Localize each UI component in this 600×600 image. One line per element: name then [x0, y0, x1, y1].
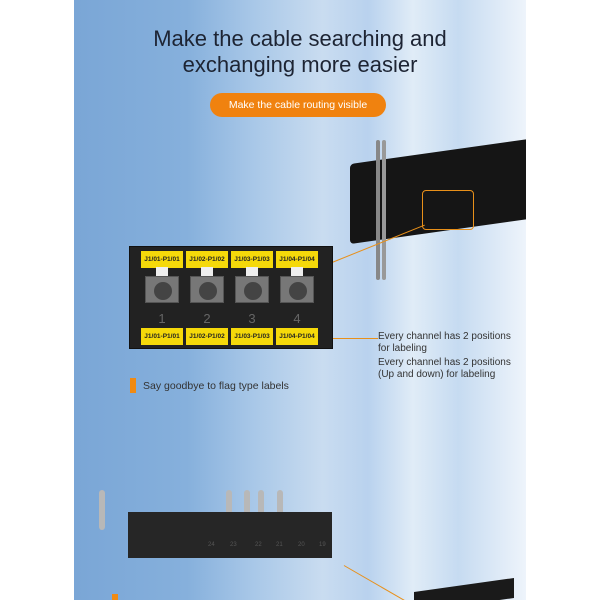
port-number: 1 [158, 311, 166, 326]
top-label: J1/04-P1/04 [276, 251, 318, 268]
callout-line [332, 338, 378, 339]
note-line: Every channel has 2 positions [378, 331, 511, 342]
bullet-marker [130, 378, 136, 393]
device-number: 19 [319, 542, 326, 548]
highlight-box [422, 190, 474, 230]
flag-labels-text: Say goodbye to flag type labels [143, 380, 289, 392]
cable-manager-image: 24 23 22 21 20 19 [128, 512, 332, 558]
bullet-marker [112, 594, 118, 600]
cable [376, 140, 380, 280]
top-label: J1/01-P1/01 [141, 251, 183, 268]
cable [382, 140, 386, 280]
port-number: 3 [248, 311, 256, 326]
bottom-label: J1/04-P1/04 [276, 328, 318, 345]
cable [99, 490, 105, 530]
device-number: 22 [255, 542, 262, 548]
device-image [414, 577, 514, 600]
port [280, 276, 314, 303]
port [235, 276, 269, 303]
bottom-label: J1/01-P1/01 [141, 328, 183, 345]
device-number: 20 [298, 542, 305, 548]
note-line: (Up and down) for labeling [378, 369, 496, 380]
bottom-label: J1/03-P1/03 [231, 328, 273, 345]
top-label: J1/02-P1/02 [186, 251, 228, 268]
device-number: 24 [208, 542, 215, 548]
product-banner: Make the cable searching and exchanging … [74, 0, 526, 600]
routing-visible-badge: Make the cable routing visible [210, 93, 386, 117]
note-line: Every channel has 2 positions [378, 357, 511, 368]
note-line: for labeling [378, 343, 427, 354]
callout-line [343, 565, 405, 600]
bottom-label: J1/02-P1/02 [186, 328, 228, 345]
top-label: J1/03-P1/03 [231, 251, 273, 268]
device-number: 21 [276, 542, 283, 548]
port-number: 2 [203, 311, 211, 326]
heading-line-2: exchanging more easier [182, 52, 418, 77]
heading-line-1: Make the cable searching and [153, 26, 447, 51]
port-number: 4 [293, 311, 301, 326]
device-number: 23 [230, 542, 237, 548]
port [145, 276, 179, 303]
port [190, 276, 224, 303]
label-panel: J1/01-P1/01 J1/02-P1/02 J1/03-P1/03 J1/0… [129, 246, 333, 349]
